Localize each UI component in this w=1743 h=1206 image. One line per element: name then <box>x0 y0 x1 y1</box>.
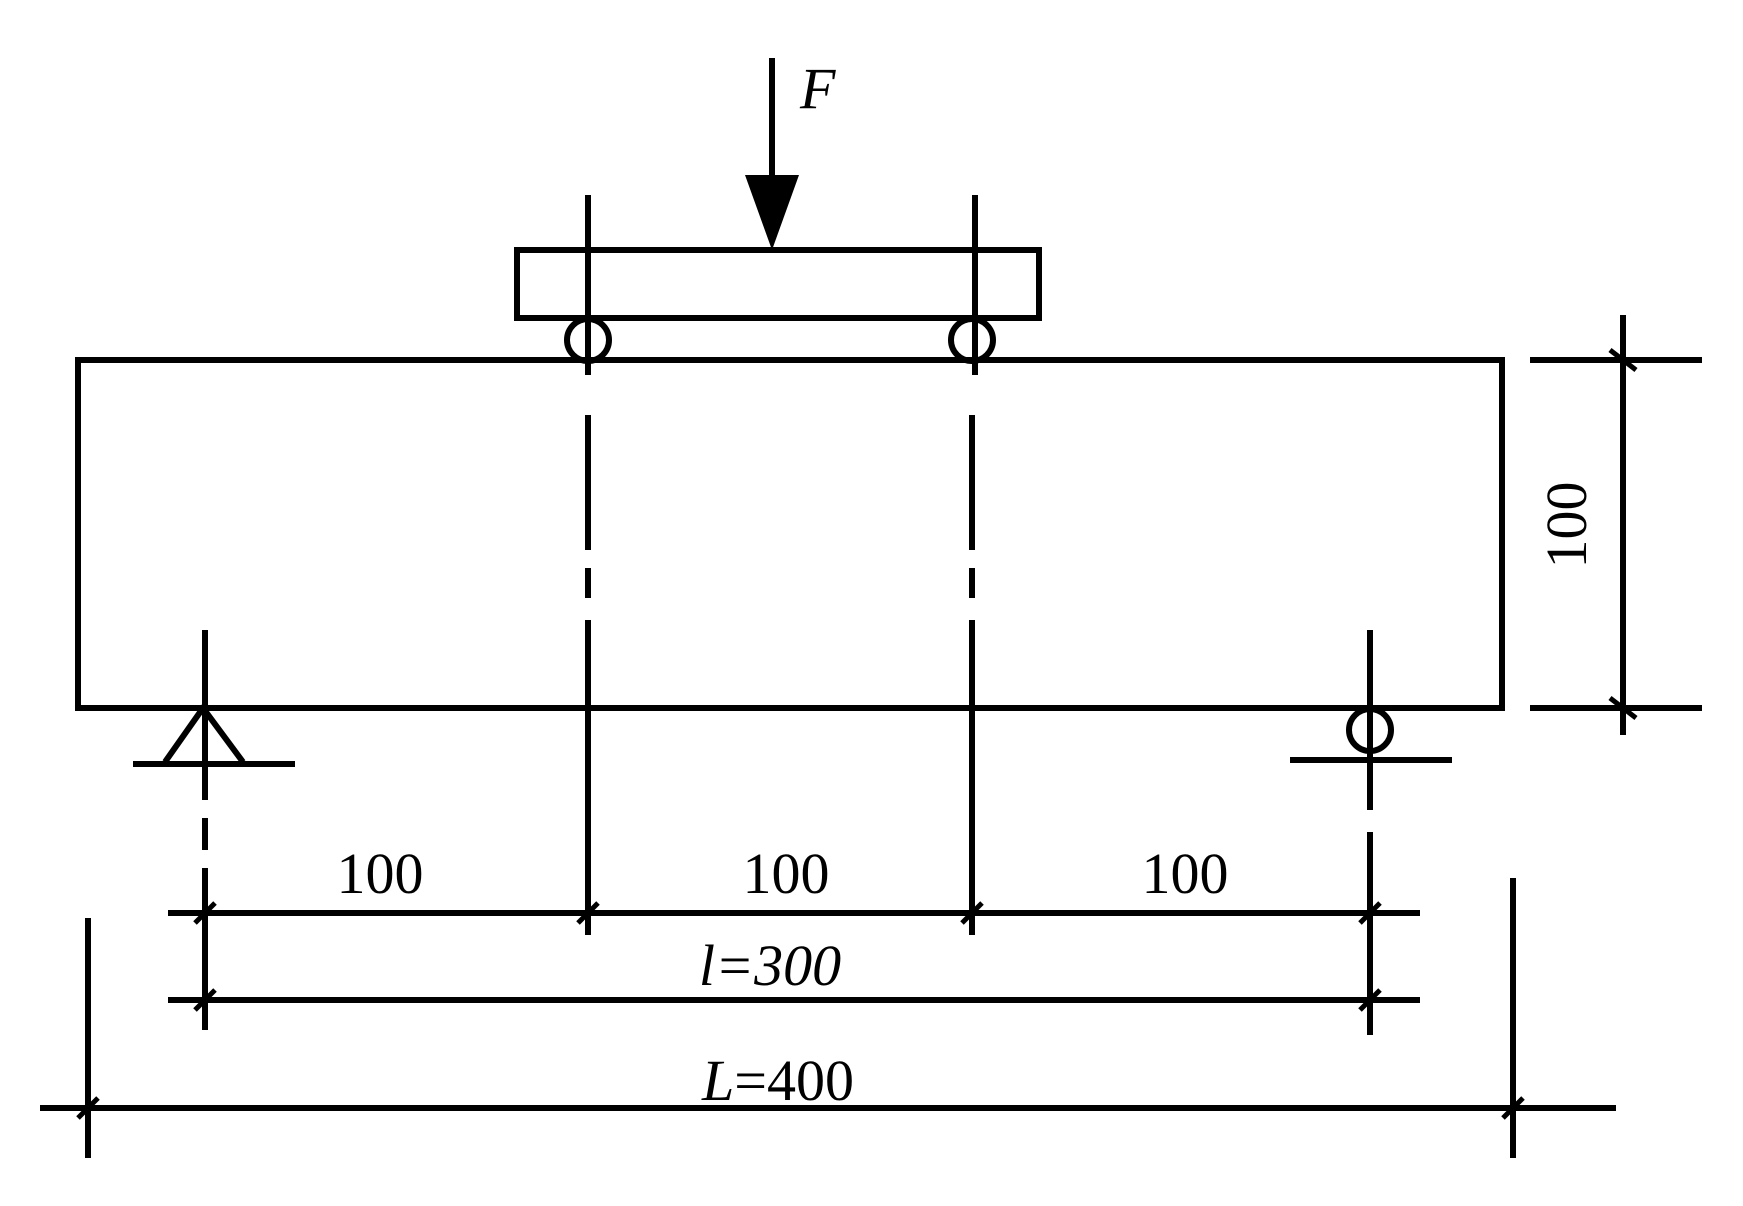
middle-segment-label: 100 <box>743 841 830 906</box>
span-label: l=300 <box>699 933 841 998</box>
beam <box>75 357 1505 711</box>
force-arrow-head <box>745 175 799 250</box>
left-segment-label: 100 <box>337 841 424 906</box>
length-dimension-line <box>40 878 1616 1158</box>
left-pin-support <box>133 630 295 1030</box>
force-label: F <box>799 56 836 121</box>
right-load-centerline <box>969 195 978 935</box>
length-symbol: L <box>701 1048 734 1113</box>
span-dimension-line <box>168 988 1420 1012</box>
length-value: =400 <box>734 1048 854 1113</box>
right-segment-label: 100 <box>1142 841 1229 906</box>
loading-plate <box>514 247 1042 321</box>
right-roller-support <box>1290 630 1452 1035</box>
length-label: L=400 <box>701 1048 854 1113</box>
height-label: 100 <box>1534 482 1599 569</box>
segment-dimension-line <box>168 901 1420 925</box>
height-dimension <box>1530 315 1702 735</box>
span-value: =300 <box>715 933 841 998</box>
span-symbol: l <box>699 933 715 998</box>
